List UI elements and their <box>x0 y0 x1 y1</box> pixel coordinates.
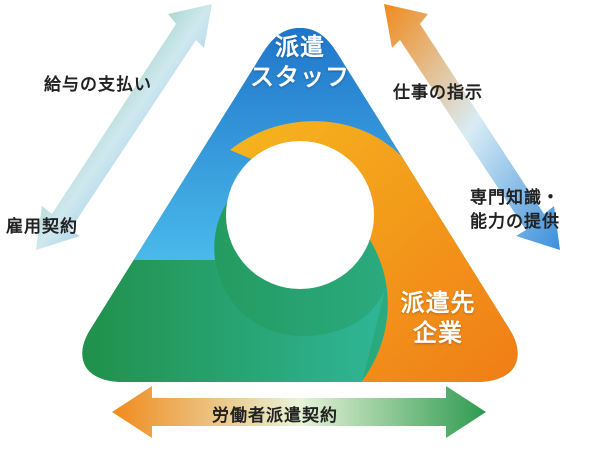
work-instruction-label: 仕事の指示 <box>393 83 483 103</box>
staff-label-line2: スタッフ <box>250 63 350 91</box>
employment-contract-label: 雇用契約 <box>6 217 78 237</box>
company-label-line1: 派遣先 <box>400 289 476 317</box>
company-label-line2: 企業 <box>413 319 463 347</box>
staff-label-line1: 派遣 <box>275 33 325 61</box>
staff-node-label: 派遣 スタッフ <box>248 32 352 92</box>
knowledge-provision-label: 専門知識・ 能力の提供 <box>470 186 560 234</box>
left-double-arrow <box>36 4 212 250</box>
center-hole <box>226 141 374 289</box>
dispatch-contract-label: 労働者派遣契約 <box>212 406 338 426</box>
knowledge-label-line2: 能力の提供 <box>470 212 560 232</box>
knowledge-label-line1: 専門知識・ <box>470 188 560 208</box>
salary-payment-label: 給与の支払い <box>44 75 152 95</box>
right-double-arrow <box>384 4 560 250</box>
bottom-double-arrow <box>112 386 486 438</box>
company-node-label: 派遣先 企業 <box>383 288 493 348</box>
